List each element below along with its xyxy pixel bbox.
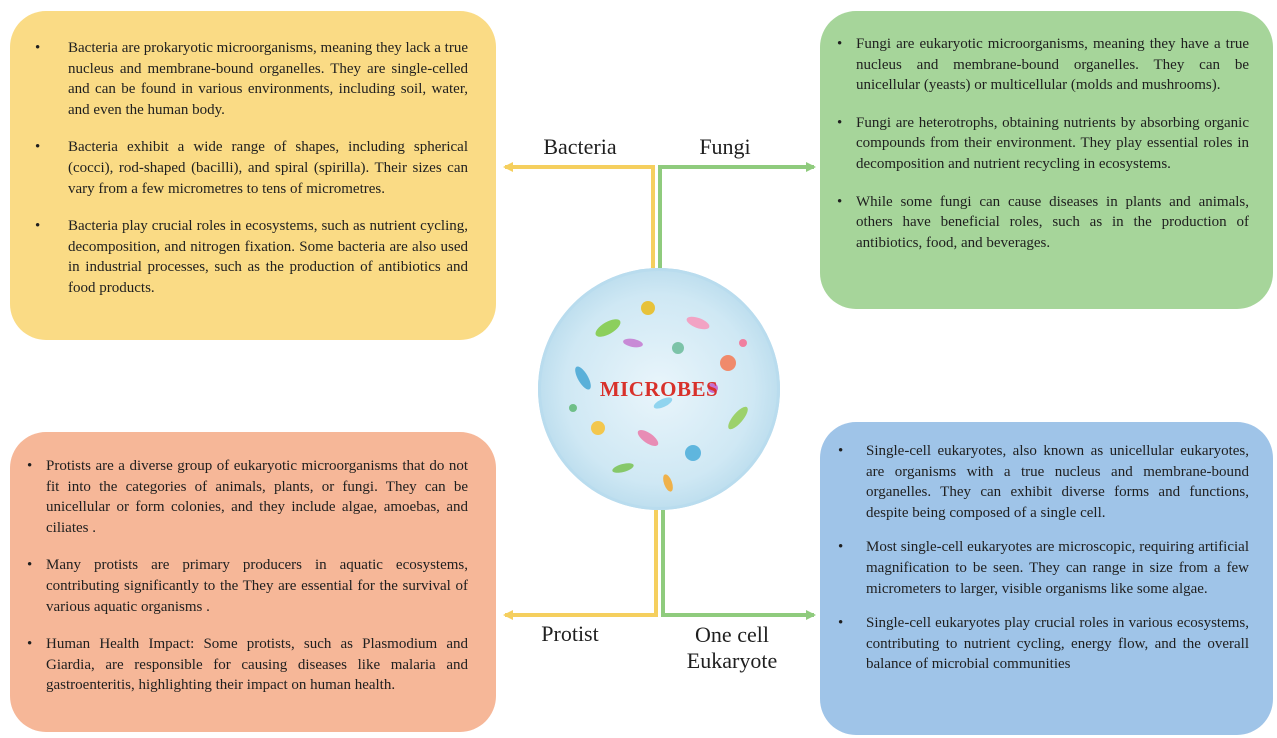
eukaryote-label: One cell Eukaryote — [672, 622, 792, 674]
fungi-connector — [658, 162, 816, 268]
list-item: •Fungi are heterotrophs, obtaining nutri… — [837, 114, 1249, 172]
bullet-icon: • — [837, 36, 843, 52]
list-item: •Bacteria exhibit a wide range of shapes… — [35, 139, 468, 197]
microbes-title: MICROBES — [599, 377, 719, 401]
protist-label: Protist — [541, 621, 599, 646]
bullet-icon: • — [27, 557, 33, 574]
microbe-cells — [569, 301, 748, 492]
bullet-icon: • — [35, 139, 41, 156]
bullet-icon: • — [35, 218, 41, 235]
list-item: •Bacteria are prokaryotic microorganisms… — [35, 40, 468, 118]
bacteria-connector — [503, 162, 655, 268]
list-item: •Bacteria play crucial roles in ecosyste… — [35, 218, 468, 296]
bullet-icon: • — [838, 539, 844, 556]
protist-info-box: •Protists are a diverse group of eukaryo… — [10, 432, 496, 732]
protist-connector — [503, 510, 658, 620]
fungi-list: •Fungi are eukaryotic microorganisms, me… — [834, 34, 1249, 253]
list-item: •Most single-cell eukaryotes are microsc… — [838, 539, 1249, 597]
eukaryote-list: •Single-cell eukaryotes, also known as u… — [834, 441, 1249, 675]
bullet-icon: • — [837, 193, 843, 210]
list-item: •While some fungi can cause diseases in … — [837, 193, 1249, 251]
bullet-icon: • — [27, 636, 33, 653]
list-item: •Protists are a diverse group of eukaryo… — [27, 458, 468, 536]
microbes-illustration — [538, 268, 780, 510]
bacteria-list: •Bacteria are prokaryotic microorganisms… — [32, 38, 468, 299]
list-item: •Many protists are primary producers in … — [27, 557, 468, 615]
bullet-icon: • — [27, 458, 33, 474]
fungi-label: Fungi — [699, 134, 751, 159]
eukaryote-label-line2: Eukaryote — [686, 648, 778, 673]
bacteria-label: Bacteria — [543, 134, 617, 159]
protist-list: •Protists are a diverse group of eukaryo… — [24, 456, 468, 696]
eukaryote-label-line1: One cell — [695, 622, 769, 647]
bullet-icon: • — [838, 443, 844, 459]
list-item: •Human Health Impact: Some protists, suc… — [27, 636, 468, 694]
bacteria-info-box: •Bacteria are prokaryotic microorganisms… — [10, 11, 496, 340]
bullet-icon: • — [838, 615, 844, 632]
list-item: •Fungi are eukaryotic microorganisms, me… — [837, 36, 1249, 94]
eukaryote-connector — [661, 510, 816, 620]
list-item: •Single-cell eukaryotes, also known as u… — [838, 443, 1249, 521]
eukaryote-info-box: •Single-cell eukaryotes, also known as u… — [820, 422, 1273, 735]
list-item: •Single-cell eukaryotes play crucial rol… — [838, 615, 1249, 673]
bullet-icon: • — [35, 40, 41, 56]
microbes-artwork — [569, 301, 748, 492]
bullet-icon: • — [837, 114, 843, 131]
fungi-info-box: •Fungi are eukaryotic microorganisms, me… — [820, 11, 1273, 309]
